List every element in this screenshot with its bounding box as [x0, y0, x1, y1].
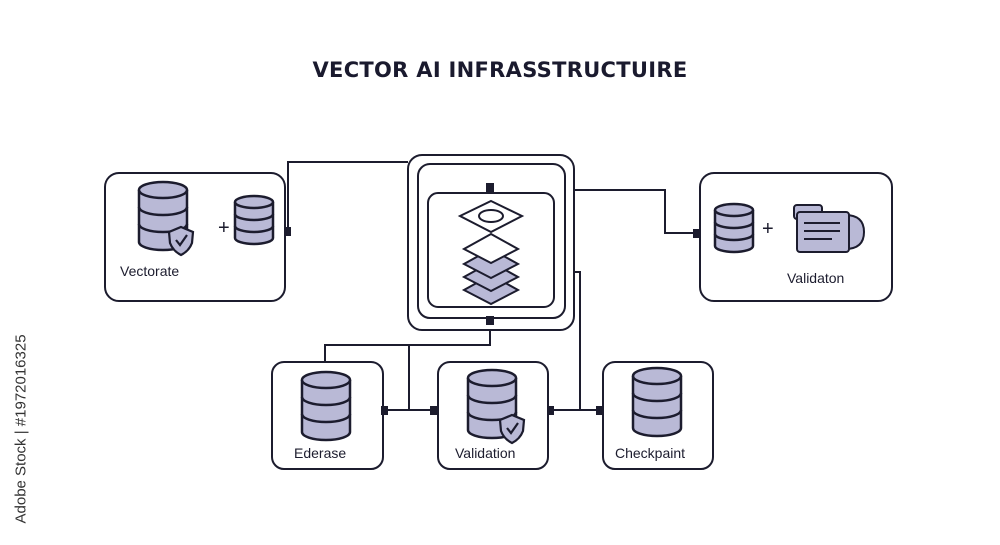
database-icon [233, 194, 275, 246]
connector-port [596, 406, 603, 415]
connector-port [547, 406, 554, 415]
plus-sign: + [218, 217, 230, 239]
connector-port [693, 229, 700, 238]
ederase-node: Ederase [271, 361, 388, 470]
validation-node: Validation [430, 361, 554, 470]
document-icon [793, 204, 866, 253]
validaton-node: + Validaton [693, 172, 893, 302]
connector-port [486, 183, 494, 192]
database-icon [631, 366, 683, 438]
database-icon [300, 370, 352, 442]
plus-sign: + [762, 218, 774, 240]
database-icon [713, 202, 755, 254]
connector-port [284, 227, 291, 236]
validaton-label: Validaton [787, 270, 844, 286]
checkpaint-node: Checkpaint [596, 361, 714, 470]
vectorate-node: + Vectorate [104, 172, 291, 302]
connector-port [486, 316, 494, 325]
connector-port [381, 406, 388, 415]
ederase-label: Ederase [294, 445, 346, 461]
central-processor-node [407, 154, 575, 331]
connector-port [430, 406, 437, 415]
validation-label: Validation [455, 445, 515, 461]
diagram-title: VECTOR AI INFRASSTRUCTUIRE [312, 58, 688, 82]
checkpaint-label: Checkpaint [615, 445, 685, 461]
layers-icon [457, 199, 525, 306]
vectorate-label: Vectorate [120, 263, 179, 279]
